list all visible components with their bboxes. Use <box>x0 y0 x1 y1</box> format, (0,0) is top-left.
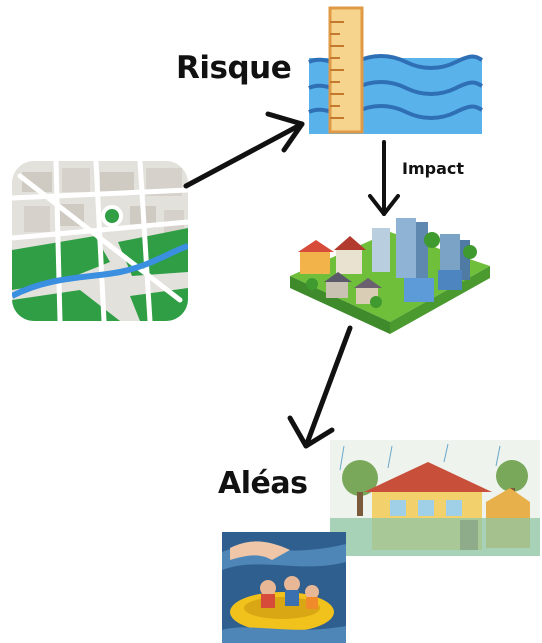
flooded-house-icon <box>330 440 540 556</box>
arrow-impact <box>368 140 400 216</box>
rescue-boat-icon <box>222 532 346 643</box>
isometric-city-icon <box>290 218 490 334</box>
city-map-icon <box>12 161 188 321</box>
flood-water-gauge-icon <box>308 6 483 134</box>
arrow-map-to-risque <box>183 111 305 189</box>
arrow-city-to-aleas <box>287 325 353 449</box>
aleas-label: Aléas <box>218 466 308 501</box>
impact-label: Impact <box>402 159 465 178</box>
risque-label: Risque <box>176 50 292 86</box>
